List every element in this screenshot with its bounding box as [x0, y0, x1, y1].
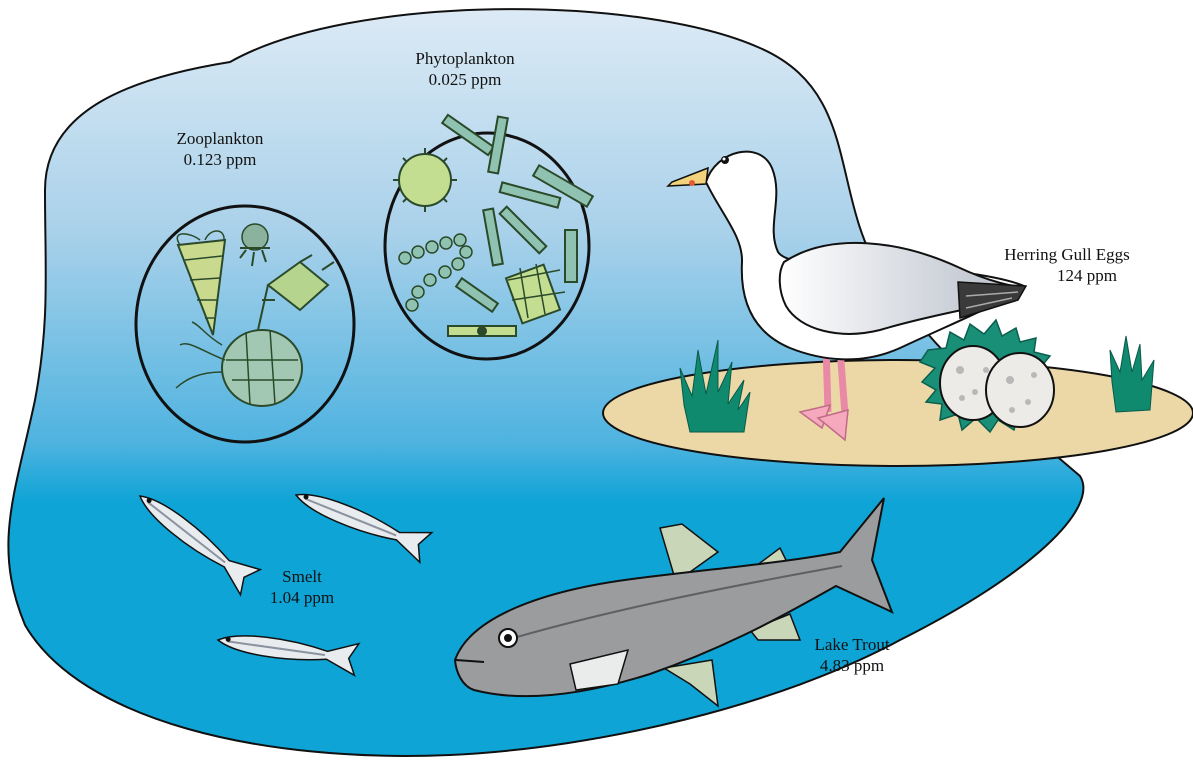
- zooplankton-value: 0.123 ppm: [150, 149, 290, 170]
- gull-eggs-name: Herring Gull Eggs: [972, 244, 1162, 265]
- phytoplankton-name: Phytoplankton: [390, 48, 540, 69]
- smelt-value: 1.04 ppm: [262, 587, 342, 608]
- gull-eggs: [920, 320, 1054, 432]
- phytoplankton-value: 0.025 ppm: [390, 69, 540, 90]
- zooplankton-label: Zooplankton 0.123 ppm: [150, 128, 290, 170]
- gull-eggs-value: 124 ppm: [972, 265, 1162, 286]
- phytoplankton-label: Phytoplankton 0.025 ppm: [390, 48, 540, 90]
- gull-eggs-label: Herring Gull Eggs 124 ppm: [972, 244, 1162, 286]
- lake-trout-value: 4.83 ppm: [802, 655, 902, 676]
- zooplankton-name: Zooplankton: [150, 128, 290, 149]
- lake-trout-name: Lake Trout: [802, 634, 902, 655]
- smelt-label: Smelt 1.04 ppm: [262, 566, 342, 608]
- smelt-name: Smelt: [262, 566, 342, 587]
- lake-trout-label: Lake Trout 4.83 ppm: [802, 634, 902, 676]
- grass-tuft-right: [1110, 336, 1154, 412]
